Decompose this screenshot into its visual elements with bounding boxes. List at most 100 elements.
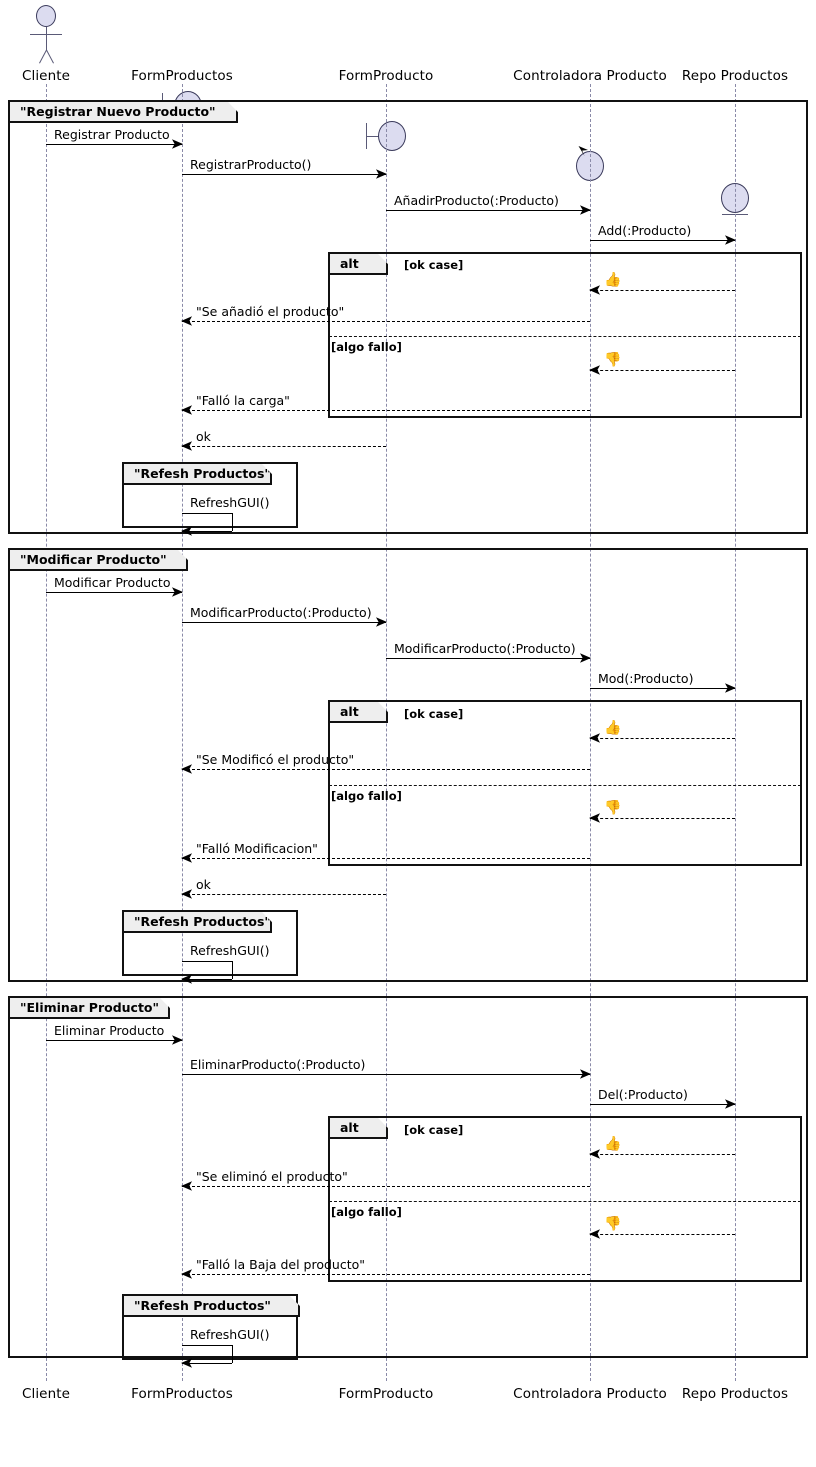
alt-branch-divider [329, 1201, 801, 1202]
participant-footer-label-controladora-producto: Controladora Producto [513, 1386, 667, 1402]
alt-message-2-2: "Se Modificó el producto" [181, 752, 590, 774]
self-call: RefreshGUI() [181, 943, 269, 984]
actor-icon [24, 5, 68, 64]
fragment-label: "Eliminar Producto" [10, 998, 170, 1019]
alt-guard-fail-1: [algo fallo] [331, 340, 402, 354]
thumbs-down-icon: 👎 [604, 800, 622, 816]
message-label: EliminarProducto(:Producto) [190, 1057, 366, 1072]
arrowhead-icon [172, 587, 183, 597]
message-2-3: ModificarProducto(:Producto) [386, 641, 591, 663]
arrowhead-icon [589, 813, 600, 823]
self-call-label: RefreshGUI() [190, 1327, 270, 1342]
arrowhead-icon [725, 235, 736, 245]
message-1-2: RegistrarProducto() [182, 157, 387, 179]
arrowhead-icon [181, 1269, 192, 1279]
alt-fragment-1: alt [328, 252, 802, 418]
self-call-label: RefreshGUI() [190, 943, 270, 958]
message-1-1: Registrar Producto [46, 127, 183, 149]
lifeline-controladora-producto [590, 84, 591, 1381]
self-call: RefreshGUI() [181, 495, 269, 536]
message-label: RegistrarProducto() [190, 157, 312, 172]
alt-message-3-2: "Se eliminó el producto" [181, 1169, 590, 1191]
alt-message-2-1: 👍 [589, 721, 735, 743]
thumbs-up-icon: 👍 [604, 272, 622, 288]
message-label: "Falló Modificacion" [196, 841, 318, 856]
arrowhead-icon [725, 683, 736, 693]
participant-footer-label-repo-productos: Repo Productos [681, 1386, 789, 1402]
message-2-1: Modificar Producto [46, 575, 183, 597]
participant-label-cliente: Cliente [21, 68, 71, 84]
arrowhead-icon [589, 733, 600, 743]
fragment-label: alt [330, 702, 388, 723]
message-label: ModificarProducto(:Producto) [394, 641, 576, 656]
fragment-label: alt [330, 254, 388, 275]
alt-guard-fail-2: [algo fallo] [331, 789, 402, 803]
alt-message-3-4: "Falló la Baja del producto" [181, 1257, 590, 1279]
participant-footer-label-formproductos: FormProductos [131, 1386, 233, 1402]
message-label: AñadirProducto(:Producto) [394, 193, 559, 208]
arrowhead-icon [181, 764, 192, 774]
arrowhead-icon [589, 285, 600, 295]
arrowhead-icon [181, 405, 192, 415]
participant-label-formproducto: FormProducto [338, 68, 434, 84]
alt-message-1-3: 👎 [589, 353, 735, 375]
boundary-icon [366, 121, 406, 151]
message-label: "Falló la carga" [196, 393, 290, 408]
thumbs-up-icon: 👍 [604, 1136, 622, 1152]
message-1-4: Add(:Producto) [590, 223, 736, 245]
message-2-2: ModificarProducto(:Producto) [182, 605, 387, 627]
arrowhead-icon [181, 316, 192, 326]
message-label: ModificarProducto(:Producto) [190, 605, 372, 620]
message-3-2: EliminarProducto(:Producto) [182, 1057, 591, 1079]
fragment-label: "Refesh Productos" [124, 1296, 300, 1317]
alt-guard-ok-2: [ok case] [404, 707, 464, 721]
participant-label-repo-productos: Repo Productos [681, 68, 789, 84]
message-1-3: AñadirProducto(:Producto) [386, 193, 591, 215]
fragment-1: "Registrar Nuevo Producto" [8, 100, 808, 534]
message-label: "Falló la Baja del producto" [196, 1257, 366, 1272]
participant-footer-label-formproducto: FormProducto [338, 1386, 434, 1402]
arrowhead-icon [589, 365, 600, 375]
arrowhead-icon [580, 205, 591, 215]
arrowhead-icon [376, 617, 387, 627]
lifeline-repo-productos [735, 84, 736, 1381]
alt-message-2-3: 👎 [589, 801, 735, 823]
arrowhead-icon [376, 169, 387, 179]
message-2-4: Mod(:Producto) [590, 671, 736, 693]
arrowhead-icon [181, 853, 192, 863]
message-label: Registrar Producto [54, 127, 170, 142]
message-label: "Se eliminó el producto" [196, 1169, 348, 1184]
fragment-3: "Eliminar Producto" [8, 996, 808, 1358]
message-label: Mod(:Producto) [598, 671, 694, 686]
fragment-label: "Modificar Producto" [10, 550, 188, 571]
lifeline-formproductos [182, 84, 183, 1381]
refresh-fragment-2: "Refesh Productos" [122, 910, 298, 976]
return-message-2: ok [181, 877, 386, 899]
arrowhead-icon [580, 1069, 591, 1079]
arrowhead-icon [172, 1035, 183, 1045]
alt-message-3-3: 👎 [589, 1217, 735, 1239]
alt-branch-divider [329, 336, 801, 337]
arrowhead-icon [181, 889, 192, 899]
refresh-fragment-1: "Refesh Productos" [122, 462, 298, 528]
alt-branch-divider [329, 785, 801, 786]
alt-message-1-2: "Se añadió el producto" [181, 304, 590, 326]
fragment-label: "Registrar Nuevo Producto" [10, 102, 238, 123]
message-label: Eliminar Producto [54, 1023, 165, 1038]
refresh-fragment-3: "Refesh Productos" [122, 1294, 298, 1360]
message-3-3: Del(:Producto) [590, 1087, 736, 1109]
arrowhead-icon [181, 974, 192, 984]
message-label: Add(:Producto) [598, 223, 692, 238]
participant-label-controladora-producto: Controladora Producto [513, 68, 667, 84]
alt-message-1-1: 👍 [589, 273, 735, 295]
thumbs-down-icon: 👎 [604, 352, 622, 368]
message-label: ok [196, 877, 211, 892]
arrowhead-icon [181, 1358, 192, 1368]
arrowhead-icon [725, 1099, 736, 1109]
alt-message-2-4: "Falló Modificacion" [181, 841, 590, 863]
alt-fragment-2: alt [328, 700, 802, 866]
fragment-2: "Modificar Producto" [8, 548, 808, 982]
arrowhead-icon [580, 653, 591, 663]
